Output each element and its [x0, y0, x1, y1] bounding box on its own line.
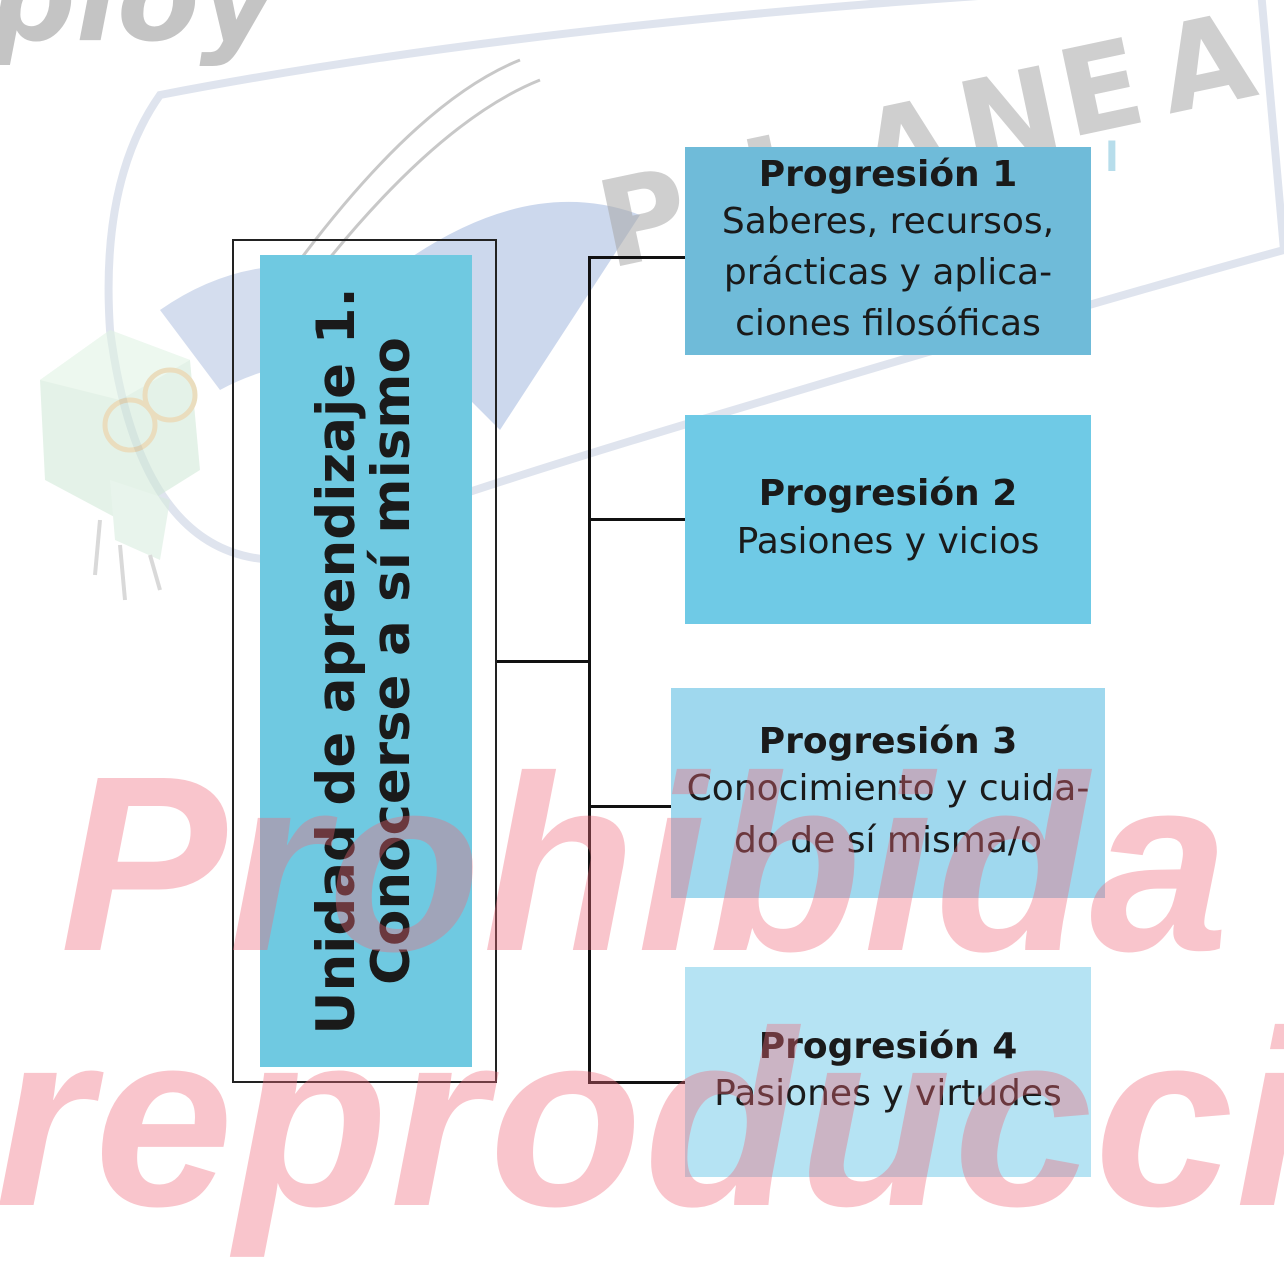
unit-box-fill: [260, 255, 472, 1067]
watermark-brand-letter: E: [1046, 12, 1156, 167]
progression-box-1: Progresión 1 Saberes, recursos, práctica…: [685, 147, 1091, 355]
progression-description-line: do de sí misma/o: [733, 819, 1043, 861]
progression-label: Progresión 3: [758, 721, 1018, 763]
connector-branch-1: [588, 256, 685, 259]
watermark-prohibida-line-2: reproducción: [0, 979, 1284, 1258]
progression-box-4: Progresión 4 Pasiones y virtudes: [685, 967, 1091, 1177]
progression-description-line: Pasiones y virtudes: [714, 1073, 1062, 1115]
progression-box-2: Progresión 2 Pasiones y vicios: [685, 415, 1091, 624]
progression-label: Progresión 2: [758, 473, 1018, 515]
watermark-sub-letter: l: [1105, 135, 1127, 181]
connector-trunk: [588, 256, 591, 1084]
unit-box-frame: [232, 239, 497, 1083]
progression-label: Progresión 1: [758, 153, 1018, 195]
progression-description-line: ciones filosóficas: [735, 303, 1041, 345]
watermark-top-word: ploy: [0, 0, 278, 69]
progression-box-3: Progresión 3 Conocimiento y cuida- do de…: [671, 688, 1105, 898]
connector-branch-3: [588, 805, 671, 808]
watermark-prohibida-line-1: Prohibida su: [60, 724, 1284, 1003]
watermark-book-pages: [298, 58, 521, 261]
connector-main: [497, 660, 590, 663]
connector-branch-2: [588, 518, 685, 521]
watermark-brand-letter: A: [1146, 0, 1267, 143]
progression-description-line: Pasiones y vicios: [736, 520, 1040, 562]
progression-label: Progresión 4: [758, 1025, 1018, 1067]
mascot-illustration: [40, 330, 200, 601]
connector-branch-4: [588, 1081, 685, 1084]
progression-description-line: Saberes, recursos,: [721, 200, 1055, 242]
progression-description-line: Conocimiento y cuida-: [686, 768, 1090, 810]
progression-description-line: prácticas y aplica-: [723, 252, 1053, 294]
